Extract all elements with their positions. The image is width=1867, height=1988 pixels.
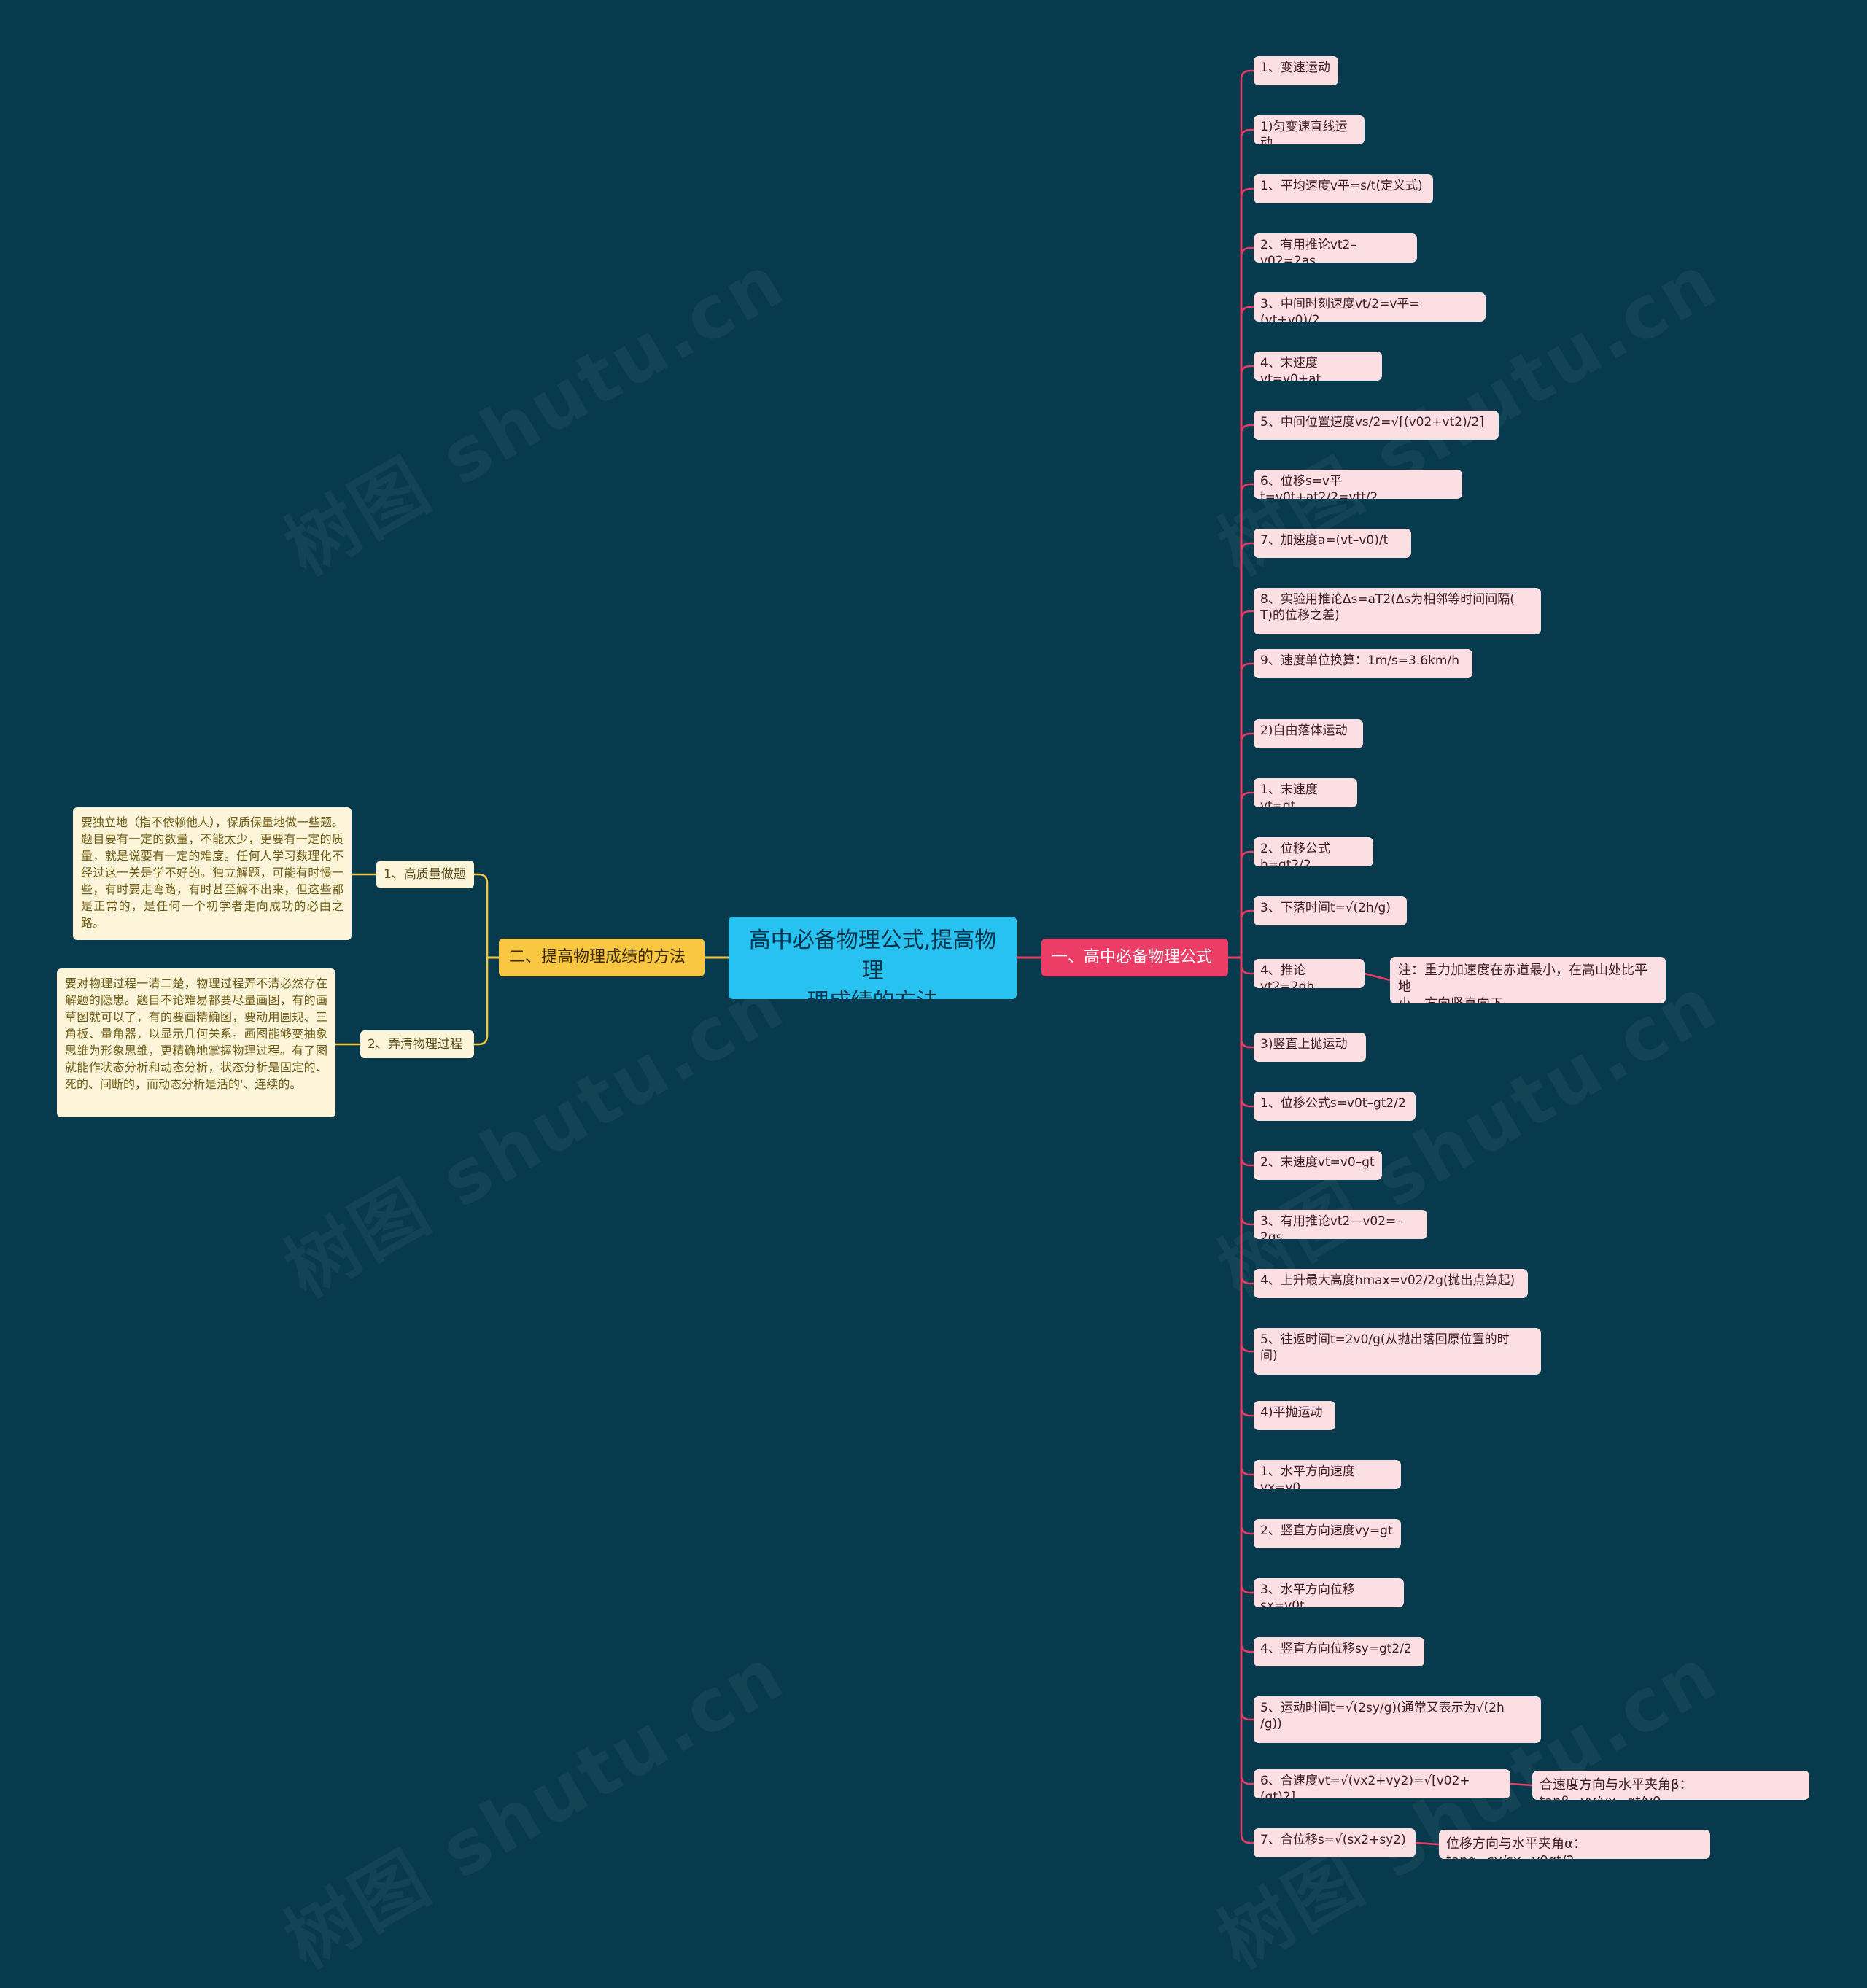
link-formula-item <box>1240 69 1254 958</box>
link-formula-item <box>1240 958 1254 1476</box>
formula-item[interactable]: 1、变速运动 <box>1254 56 1338 85</box>
formula-item[interactable]: 8、实验用推论Δs=aT2(Δs为相邻等时间间隔( T)的位移之差) <box>1254 588 1541 634</box>
formula-item[interactable]: 6、位移s=v平t=v0t+at2/2=vtt/2 <box>1254 470 1462 499</box>
formula-item[interactable]: 3、有用推论vt2—v02=–2gs <box>1254 1210 1427 1239</box>
link-note <box>1364 972 1391 982</box>
link-formula-item <box>1240 791 1254 958</box>
link-formula-item <box>1240 958 1254 1721</box>
formula-item[interactable]: 1、平均速度v平=s/t(定义式) <box>1254 174 1433 203</box>
connector-lines <box>335 69 1533 1846</box>
link-formula-item <box>1240 958 1254 1844</box>
link-formula-item <box>1240 958 1254 1285</box>
link-formula-item <box>1240 128 1254 958</box>
link-formula-item <box>1240 542 1254 958</box>
formula-item[interactable]: 5、中间位置速度vs/2=√[(v02+vt2)/2] <box>1254 411 1499 440</box>
formula-item[interactable]: 1)匀变速直线运动 <box>1254 115 1365 144</box>
method-understand-process[interactable]: 2、弄清物理过程 <box>360 1030 474 1058</box>
formula-item[interactable]: 4、上升最大高度hmax=v02/2g(抛出点算起) <box>1254 1269 1528 1298</box>
link-note <box>1510 1782 1533 1787</box>
formula-item[interactable]: 5、往返时间t=2v0/g(从抛出落回原位置的时 间) <box>1254 1328 1541 1375</box>
link-formula-item <box>1240 958 1254 1108</box>
link-formula-item <box>1240 732 1254 958</box>
link-formula-item <box>1240 958 1254 1785</box>
formula-item[interactable]: 3、中间时刻速度vt/2=v平=(vt+v0)/2 <box>1254 292 1486 322</box>
link-method-2 <box>474 958 489 1046</box>
link-formula-item <box>1240 483 1254 958</box>
formula-item[interactable]: 2、位移公式h=gt2/2 <box>1254 837 1373 866</box>
link-formula-item <box>1240 909 1254 958</box>
formula-item[interactable]: 6、合速度vt=√(vx2+vy2)=√[v02+(gt)2] <box>1254 1769 1510 1798</box>
branch-study-methods[interactable]: 二、提高物理成绩的方法 <box>499 939 705 976</box>
formula-item[interactable]: 4、推论vt2=2gh <box>1254 959 1365 988</box>
method-quality-practice-detail: 要独立地（指不依赖他人），保质保量地做一些题。题目要有一定的数量，不能太少，更要… <box>73 807 352 940</box>
link-formula-item <box>1240 958 1254 1417</box>
link-formula-item <box>1240 958 1254 1353</box>
link-formula-item <box>1240 610 1254 958</box>
formula-item[interactable]: 5、运动时间t=√(2sy/g)(通常又表示为√(2h /g)) <box>1254 1696 1541 1743</box>
link-formula-item <box>1240 187 1254 958</box>
formula-item[interactable]: 1、位移公式s=v0t–gt2/2 <box>1254 1092 1416 1121</box>
formula-item[interactable]: 4、末速度vt=v0+at <box>1254 352 1382 381</box>
method-quality-practice[interactable]: 1、高质量做题 <box>376 861 474 888</box>
formula-item[interactable]: 9、速度单位换算：1m/s=3.6km/h <box>1254 649 1472 678</box>
formula-item[interactable]: 2、末速度vt=v0–gt <box>1254 1151 1382 1180</box>
formula-item[interactable]: 7、加速度a=(vt–v0)/t <box>1254 529 1411 558</box>
link-formula-item <box>1240 306 1254 958</box>
link-formula-item <box>1240 958 1254 1226</box>
formula-item[interactable]: 1、末速度vt=gt <box>1254 778 1357 807</box>
branch-physics-formulas[interactable]: 一、高中必备物理公式 <box>1041 939 1228 976</box>
note-displacement-angle: 位移方向与水平夹角α：tanα=sy/sx=v0gt/2 <box>1439 1830 1710 1859</box>
formula-item[interactable]: 2)自由落体运动 <box>1254 719 1363 748</box>
link-note <box>1415 1841 1440 1846</box>
link-formula-item <box>1240 958 1254 975</box>
formula-item[interactable]: 3、下落时间t=√(2h/g) <box>1254 896 1407 925</box>
link-formula-item <box>1240 424 1254 958</box>
formula-item[interactable]: 4)平抛运动 <box>1254 1401 1335 1430</box>
formula-item[interactable]: 3、水平方向位移sx=v0t <box>1254 1578 1404 1607</box>
note-gravity-acceleration: 注：重力加速度在赤道最小，在高山处比平地 小，方向竖直向下。 <box>1390 957 1666 1003</box>
link-formula-item <box>1240 662 1254 958</box>
formula-item[interactable]: 3)竖直上抛运动 <box>1254 1033 1366 1062</box>
formula-item[interactable]: 2、竖直方向速度vy=gt <box>1254 1519 1401 1548</box>
link-formula-item <box>1240 365 1254 958</box>
link-formula-item <box>1240 246 1254 958</box>
link-formula-item <box>1240 850 1254 958</box>
link-formula-item <box>1240 958 1254 1653</box>
link-formula-item <box>1240 958 1254 1594</box>
link-formula-item <box>1240 958 1254 1167</box>
formula-item[interactable]: 7、合位移s=√(sx2+sy2) <box>1254 1828 1416 1857</box>
formula-item[interactable]: 4、竖直方向位移sy=gt2/2 <box>1254 1637 1424 1666</box>
formula-item[interactable]: 2、有用推论vt2–v02=2as <box>1254 233 1417 263</box>
formula-item[interactable]: 1、水平方向速度vx=v0 <box>1254 1460 1401 1489</box>
method-understand-process-detail: 要对物理过程一清二楚，物理过程弄不清必然存在解题的隐患。题目不论难易都要尽量画图… <box>57 968 335 1117</box>
link-method-1 <box>474 873 489 958</box>
note-velocity-angle: 合速度方向与水平夹角β：tanβ=vy/vx=gt/v0 <box>1532 1771 1809 1800</box>
central-topic[interactable]: 高中必备物理公式,提高物理 理成绩的方法 <box>729 917 1017 999</box>
